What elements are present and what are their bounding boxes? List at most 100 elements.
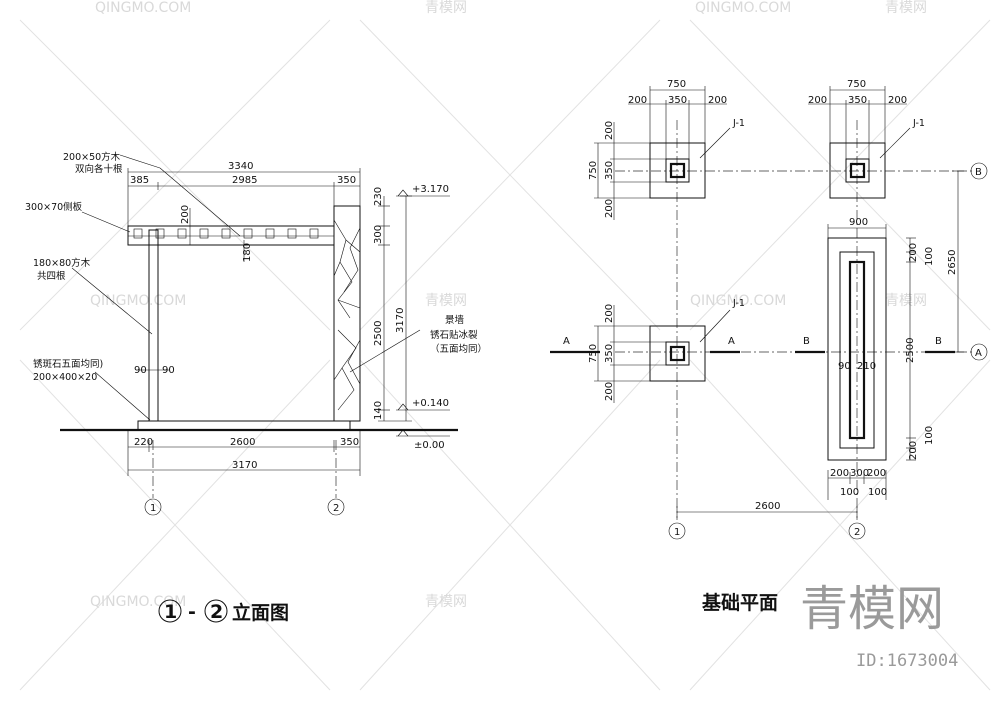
elevation-title: 立面图: [232, 601, 289, 624]
plan-axis-a: [970, 343, 988, 361]
dim-right: 350: [337, 175, 356, 186]
foundation-plan: A A B B J-1 J-1 J-1 750 200 350 200 750 …: [550, 79, 988, 614]
rafter-row: [133, 228, 319, 239]
base-plinth: [137, 420, 351, 431]
note-2: 300×70侧板: [25, 201, 83, 213]
title-dash: -: [188, 601, 196, 623]
strip-length: 2500: [905, 338, 916, 363]
watermark-id: ID:1673004: [856, 651, 958, 671]
plan-top-s3-l: 200: [708, 95, 727, 106]
plan-axis-1: [668, 522, 686, 540]
title-circle-1: [158, 599, 182, 623]
watermark-brand-cn: 青模网: [885, 0, 927, 16]
strip-bot-a: 200: [830, 468, 849, 479]
dim-right-2500: 2500: [373, 321, 384, 346]
dim-right-140: 140: [373, 401, 384, 420]
plan-top-s1-r: 200: [808, 95, 827, 106]
dim-right-3170: 3170: [395, 308, 406, 333]
ice-crack-pattern: [333, 219, 361, 411]
note-3b: 共四根: [37, 270, 66, 282]
plan-left-total-m: 750: [588, 344, 599, 363]
plan-axis-label-1: 1: [674, 527, 680, 538]
level-ground: ±0.00: [414, 440, 445, 451]
dim-bottom-b: 2600: [230, 437, 255, 448]
plan-right-dim: 2650: [947, 250, 958, 275]
watermark-big: 青模网: [800, 581, 944, 637]
strip-footing: [827, 237, 887, 461]
axis-label-2: 2: [333, 503, 339, 514]
strip-bot-c: 200: [867, 468, 886, 479]
level-markers: [396, 189, 450, 437]
footing-j1-tr: [829, 142, 886, 199]
level-mid: +0.140: [412, 398, 449, 409]
strip-d200b: 200: [908, 441, 919, 460]
watermark-brand-cn: 青模网: [425, 594, 467, 610]
strip-bot-e: 100: [868, 487, 887, 498]
dim-bottom-c: 350: [340, 437, 359, 448]
plan-left-s3-m: 200: [604, 382, 615, 401]
footing-j1-ml: [649, 325, 706, 382]
dim-inner-90b: 90: [162, 365, 175, 376]
note-5a: 景墙: [445, 314, 465, 326]
section-a-left: A: [563, 336, 570, 347]
watermark-brand-cn: 青模网: [425, 293, 467, 309]
watermark-brand-cn: 青模网: [425, 0, 467, 16]
plan-left-s3-t: 200: [604, 199, 615, 218]
title-mark-1: 1: [164, 601, 177, 623]
note-4b: 200×400×20: [33, 372, 97, 383]
dim-total: 3340: [228, 161, 253, 172]
label-j1-tl: J-1: [732, 118, 745, 129]
axis-bubble-1: [144, 498, 162, 516]
strip-d90: 90: [838, 361, 851, 372]
dim-right-230: 230: [373, 187, 384, 206]
plan-title: 基础平面: [701, 591, 778, 614]
plan-top-s3-r: 200: [888, 95, 907, 106]
axis-bubble-2: [327, 498, 345, 516]
watermark-layer: QINGMO.COM 青模网 QINGMO.COM 青模网 QINGMO.COM…: [19, 0, 991, 691]
plan-top-total-r: 750: [847, 79, 866, 90]
plan-top-s1-l: 200: [628, 95, 647, 106]
plan-left-s1-m: 200: [604, 304, 615, 323]
dim-mid: 2985: [232, 175, 257, 186]
dim-bottom-total: 3170: [232, 460, 257, 471]
watermark-brand-cn: 青模网: [885, 293, 927, 309]
label-j1-tr: J-1: [912, 118, 925, 129]
footing-j1-tl: [649, 142, 706, 199]
dim-inner-90a: 90: [134, 365, 147, 376]
note-5c: （五面均同）: [430, 343, 487, 355]
leader-lines: [71, 154, 421, 421]
section-b-left: B: [803, 336, 810, 347]
plan-axis-2: [848, 522, 866, 540]
dim-left: 385: [130, 175, 149, 186]
label-j1-ml: J-1: [732, 298, 745, 309]
note-4a: 锈斑石五面均同): [33, 358, 103, 370]
strip-d100a: 100: [924, 247, 935, 266]
strip-d200a: 200: [908, 243, 919, 262]
strip-d100b: 100: [924, 426, 935, 445]
dim-inner-180: 180: [242, 243, 253, 262]
title-circle-2: [204, 599, 228, 623]
section-b-right: B: [935, 336, 942, 347]
note-1b: 双向各十根: [75, 163, 123, 175]
plan-axis-label-b: B: [975, 167, 982, 178]
plan-top-total-l: 750: [667, 79, 686, 90]
watermark-brand: QINGMO.COM: [90, 594, 186, 610]
strip-bot-d: 100: [840, 487, 859, 498]
watermark-brand: QINGMO.COM: [690, 293, 786, 309]
dim-inner-200: 200: [180, 205, 191, 224]
section-a-right: A: [728, 336, 735, 347]
plan-left-s2-m: 350: [604, 344, 615, 363]
elevation-view: 3340 385 2985 350 220 2600 350 3170 230 …: [25, 151, 487, 624]
dim-right-300: 300: [373, 225, 384, 244]
watermark-brand: QINGMO.COM: [95, 0, 191, 16]
left-post: [148, 229, 159, 422]
note-5b: 锈石贴冰裂: [430, 329, 478, 341]
watermark-brand: QINGMO.COM: [90, 293, 186, 309]
level-top: +3.170: [412, 184, 449, 195]
plan-axis-b: [970, 162, 988, 180]
plan-top-s2-r: 350: [848, 95, 867, 106]
watermark-brand: QINGMO.COM: [695, 0, 791, 16]
plan-left-s1-t: 200: [604, 121, 615, 140]
plan-left-s2-t: 350: [604, 161, 615, 180]
